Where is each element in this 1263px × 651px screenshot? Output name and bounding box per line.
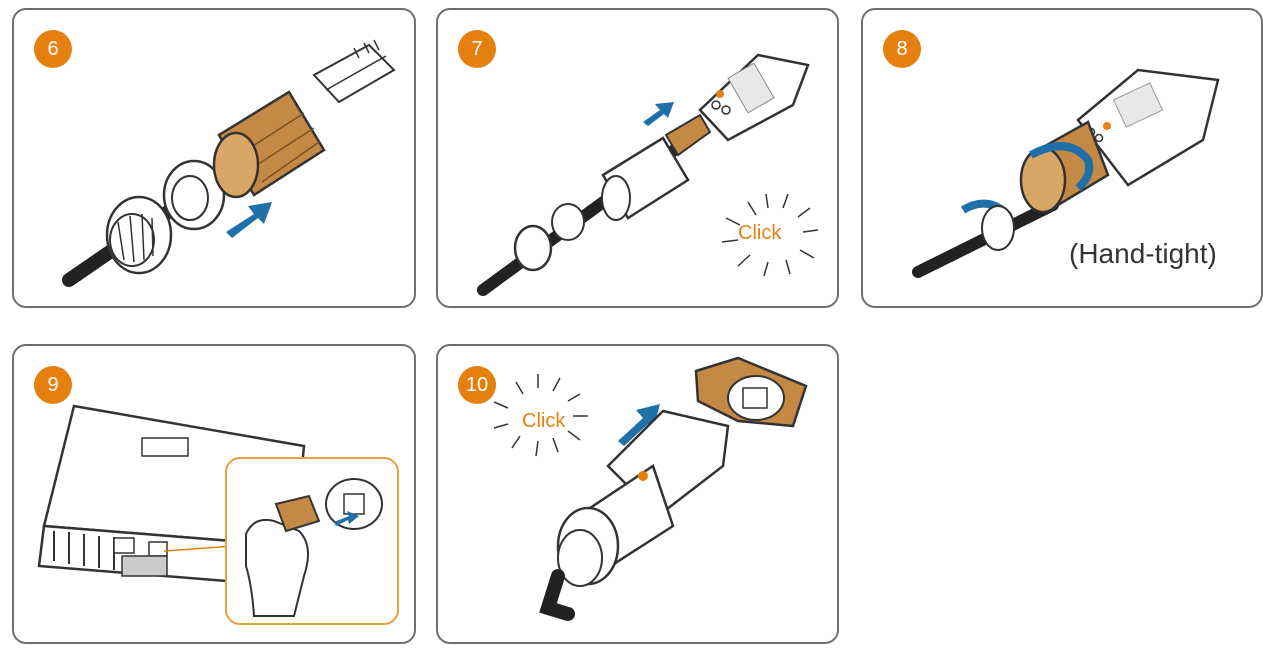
step-6-illustration [62,39,396,287]
rj45-plug-icon [312,39,396,104]
click-label: Click [738,222,782,244]
protective-cap-icon [325,478,383,530]
step-number-badge: 8 [883,30,921,68]
step-9-illustration [37,404,399,625]
step-6-panel: 6 [12,8,416,308]
step-9-panel: 9 [12,344,416,644]
arrow-icon [643,102,674,126]
step-10-panel: 10 Click [436,344,839,644]
step-number-badge: 9 [34,366,72,404]
protective-cap-icon [694,356,808,428]
step-number-badge: 6 [34,30,72,68]
step-8-panel: 8 (Hand-tight) [861,8,1263,308]
arrow-icon [618,404,660,446]
arrow-icon [334,511,359,526]
hand-icon [245,494,321,617]
cable-nut-icon [105,195,173,275]
connector-assembly-icon [539,409,730,621]
step-7-panel: 7 Click [436,8,839,308]
arrow-icon [226,202,272,238]
click-label: Click [522,410,566,432]
step-10-illustration [493,356,808,621]
step-number-badge: 7 [458,30,496,68]
connector-housing-icon [698,53,810,142]
step-7-illustration [477,53,819,296]
step-number-badge: 10 [458,366,496,404]
hand-tight-label: (Hand-tight) [1069,238,1217,269]
step-8-illustration [912,68,1220,278]
